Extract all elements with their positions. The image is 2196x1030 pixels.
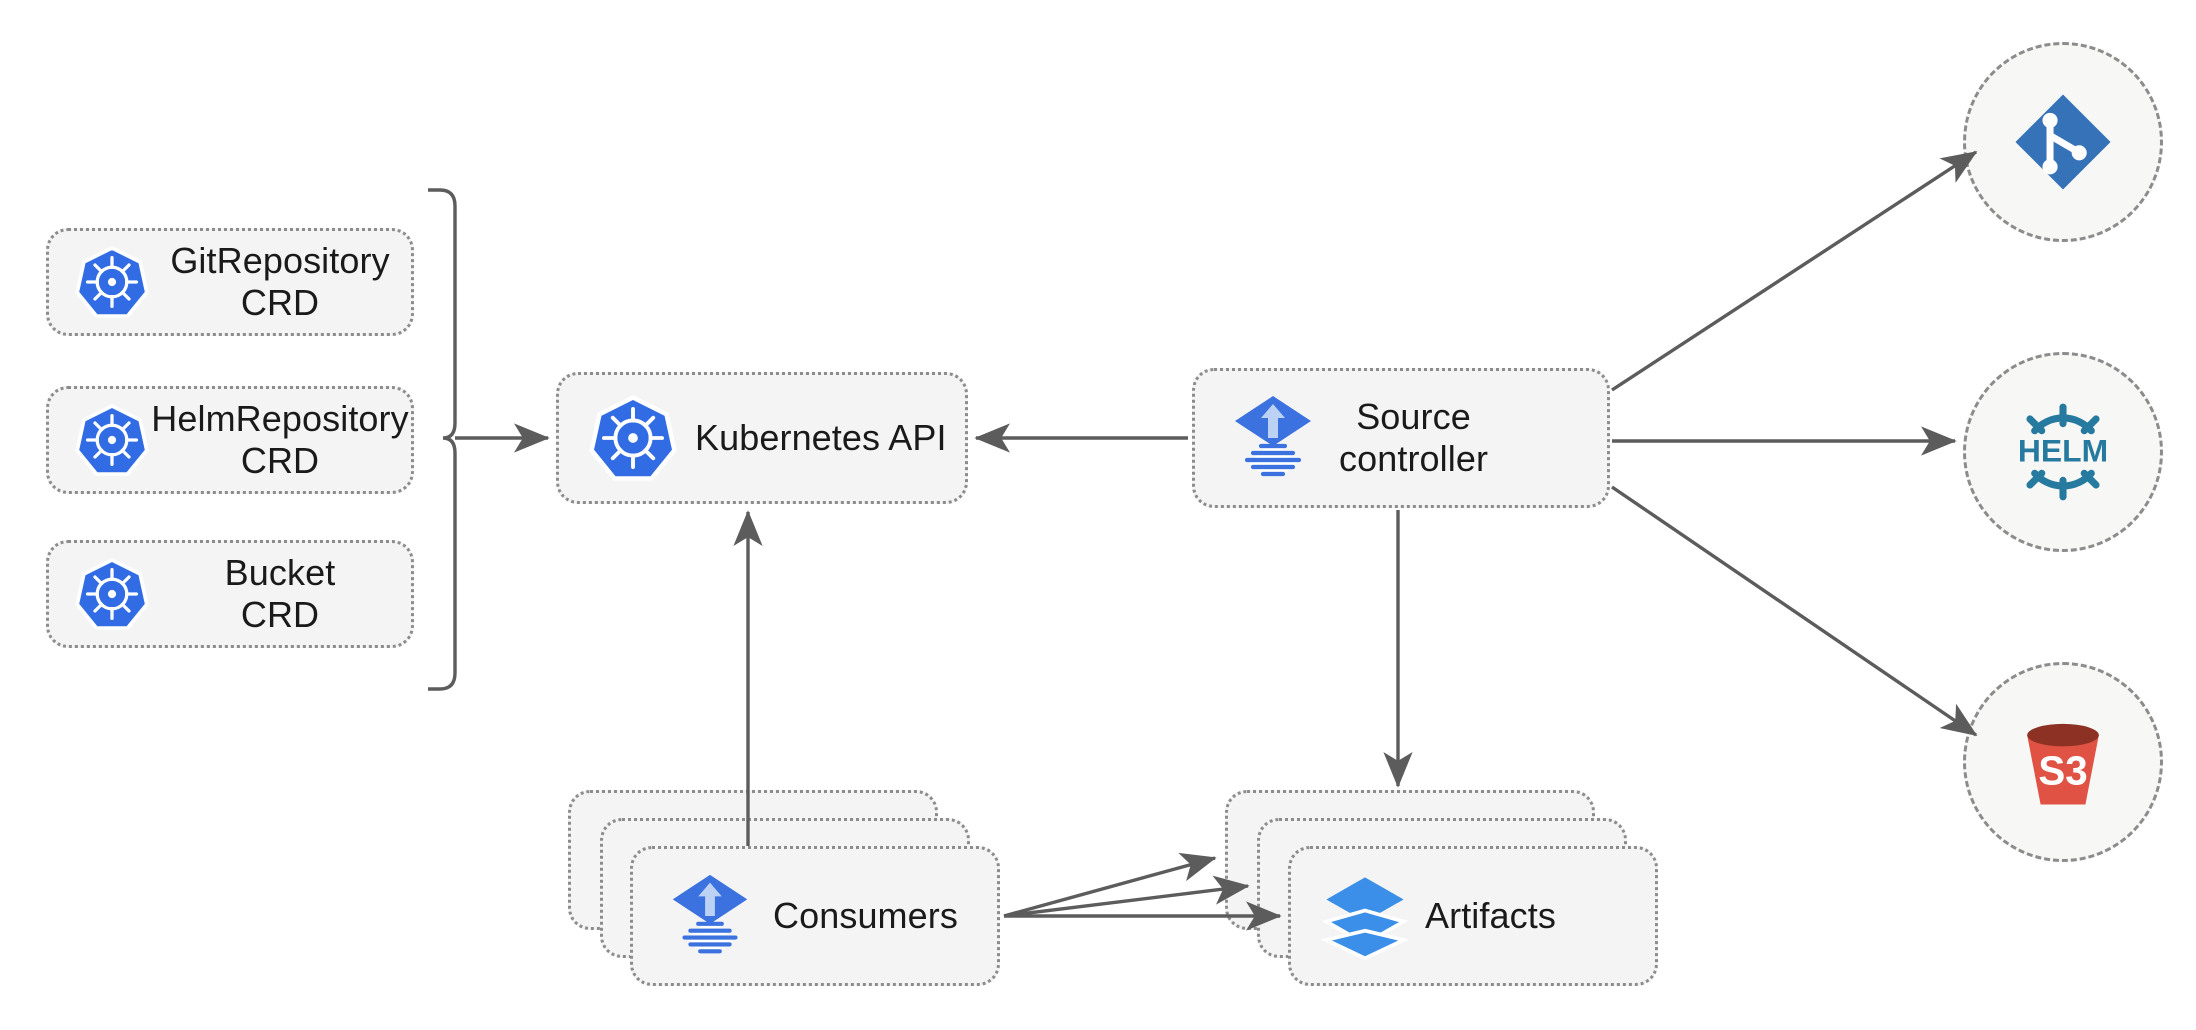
crd-label: GitRepository CRD xyxy=(170,239,390,323)
kubernetes-icon xyxy=(75,557,149,631)
layers-icon xyxy=(1319,870,1411,962)
crd-label: HelmRepository CRD xyxy=(151,397,409,481)
source-circle-git[interactable] xyxy=(1963,42,2163,242)
source-circle-s3[interactable]: S3 xyxy=(1963,662,2163,862)
kubernetes-icon xyxy=(589,394,677,482)
node-kubernetes-api[interactable]: Kubernetes API xyxy=(556,372,968,504)
s3-bucket-icon: S3 xyxy=(2007,706,2119,818)
edge-source-controller-to-s3 xyxy=(1611,485,1978,737)
flux-icon xyxy=(661,867,759,965)
edge-source-controller-to-git xyxy=(1611,150,1978,392)
helm-label: HELM xyxy=(2018,432,2108,468)
helm-icon: HELM xyxy=(2004,393,2122,511)
edge-consumers-to-artifacts-middle xyxy=(1003,875,1250,918)
crd-label: Bucket CRD xyxy=(224,551,336,635)
crd-box-helmrepository[interactable]: HelmRepository CRD xyxy=(46,386,414,494)
flux-icon xyxy=(1223,388,1323,488)
source-circle-helm[interactable]: HELM xyxy=(1963,352,2163,552)
node-label: Consumers xyxy=(773,894,958,936)
edge-consumers-to-artifacts-back xyxy=(1003,852,1217,918)
node-label: Artifacts xyxy=(1425,894,1556,936)
node-consumers[interactable]: Consumers xyxy=(630,846,1000,986)
kubernetes-icon xyxy=(75,403,149,477)
s3-label: S3 xyxy=(2038,747,2087,793)
crd-box-gitrepository[interactable]: GitRepository CRD xyxy=(46,228,414,336)
node-label: Source controller xyxy=(1339,395,1489,479)
node-source-controller[interactable]: Source controller xyxy=(1192,368,1610,508)
git-icon xyxy=(2009,88,2117,196)
node-label: Kubernetes API xyxy=(695,416,947,458)
crd-group-bracket xyxy=(428,188,457,691)
node-artifacts[interactable]: Artifacts xyxy=(1288,846,1658,986)
kubernetes-icon xyxy=(75,245,149,319)
crd-box-bucket[interactable]: Bucket CRD xyxy=(46,540,414,648)
